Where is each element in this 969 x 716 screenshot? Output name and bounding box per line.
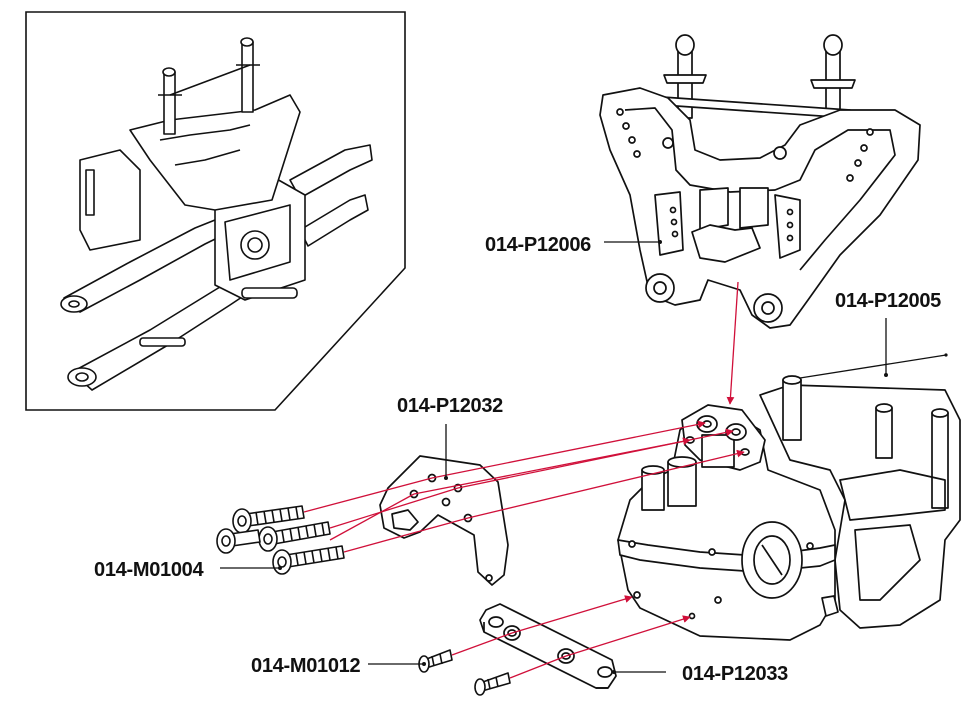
label-014-m01004: 014-M01004	[94, 559, 204, 581]
gearbox-housing-icon	[617, 375, 961, 641]
label-014-p12033: 014-P12033	[682, 663, 788, 685]
cap-screw-icon	[216, 505, 345, 575]
shock-tower-icon	[599, 34, 921, 329]
leader-dots	[278, 240, 948, 674]
label-014-p12032: 014-P12032	[397, 395, 503, 417]
label-014-m01012: 014-M01012	[251, 655, 360, 677]
label-014-p12005: 014-P12005	[835, 290, 941, 312]
inset-panel	[25, 11, 406, 411]
countersunk-screw-icon	[418, 649, 511, 696]
label-014-p12006: 014-P12006	[485, 234, 591, 256]
leader-lines	[220, 241, 947, 673]
tower-brace-icon	[379, 455, 509, 586]
inset-assembly-icon	[60, 37, 373, 391]
alignment-guides	[303, 281, 745, 679]
